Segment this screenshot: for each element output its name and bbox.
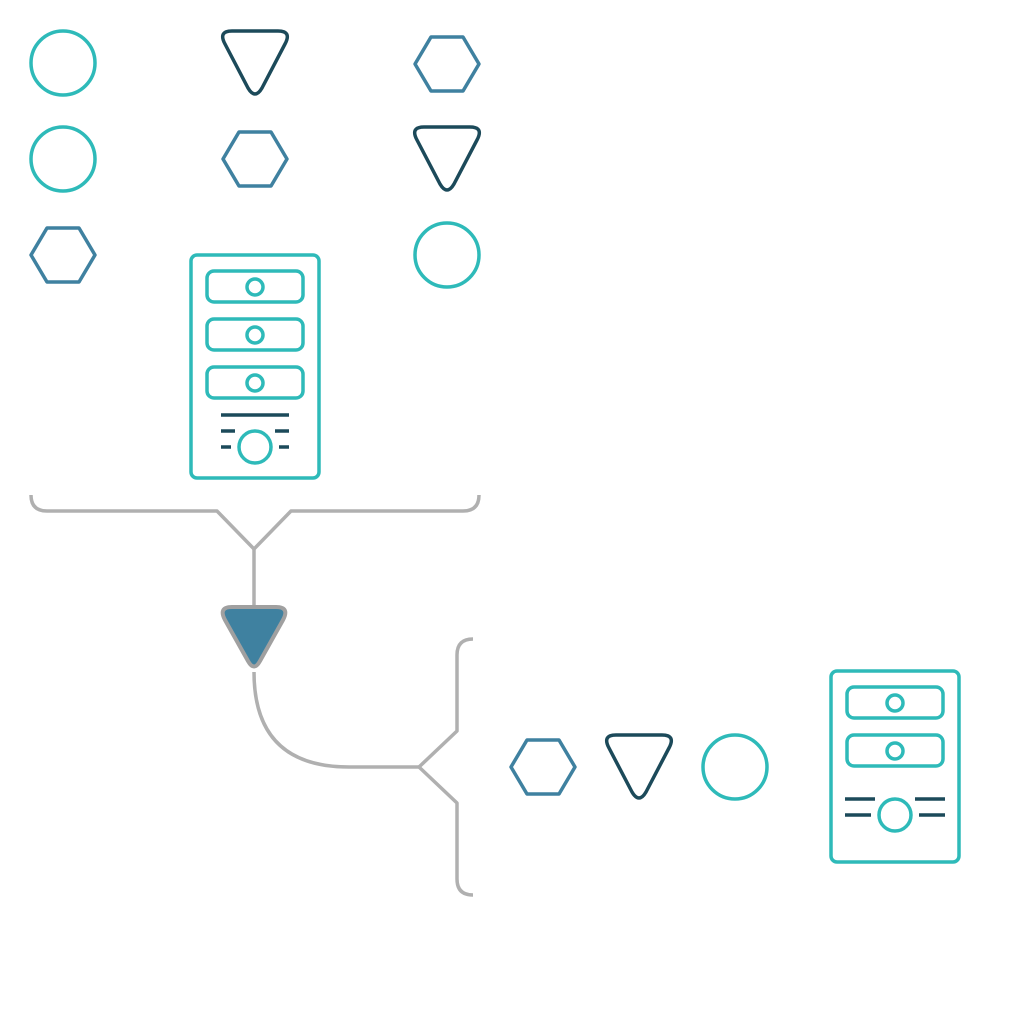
output-brace bbox=[417, 637, 474, 897]
circle-icon bbox=[29, 125, 97, 193]
triangle-down-icon bbox=[412, 125, 482, 192]
server-tower-icon bbox=[829, 669, 961, 864]
triangle-down-icon bbox=[220, 29, 290, 96]
merge-brace bbox=[29, 494, 481, 551]
filled-triangle-node bbox=[220, 605, 288, 669]
output-connector bbox=[252, 671, 419, 769]
circle-icon bbox=[413, 221, 481, 289]
triangle-down-icon bbox=[604, 733, 674, 800]
hexagon-icon bbox=[509, 738, 577, 796]
circle-icon bbox=[29, 29, 97, 97]
hexagon-icon bbox=[29, 226, 97, 284]
hexagon-icon bbox=[221, 130, 289, 188]
server-tower-icon bbox=[189, 253, 321, 480]
circle-icon bbox=[701, 733, 769, 801]
hexagon-icon bbox=[413, 35, 481, 93]
